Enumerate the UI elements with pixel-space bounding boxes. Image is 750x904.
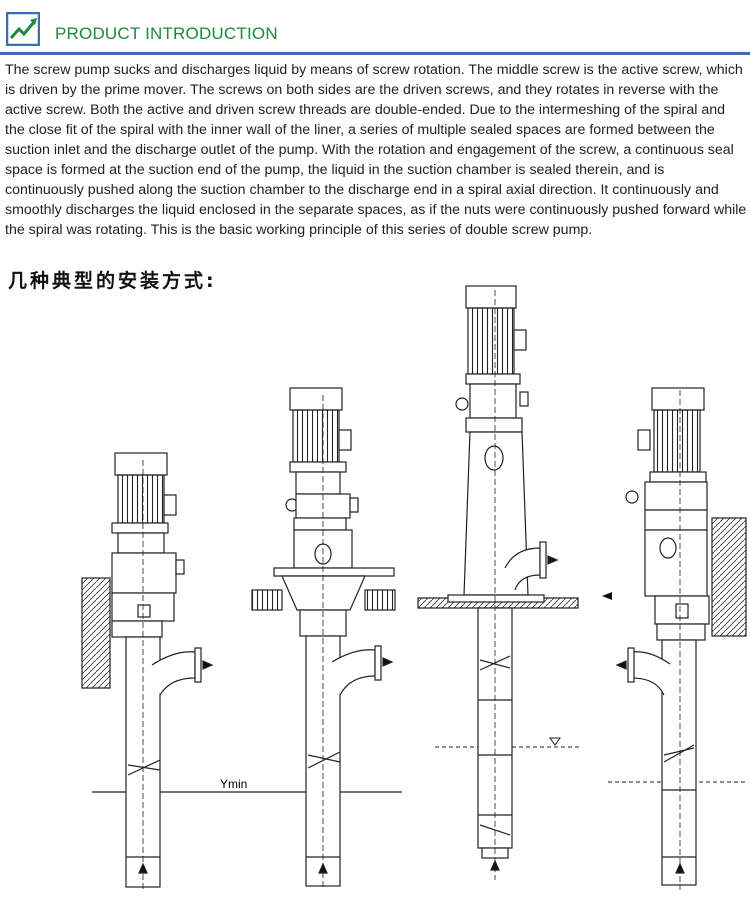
- page-header: PRODUCT INTRODUCTION: [0, 0, 750, 56]
- flow-arrow-left: [602, 592, 612, 600]
- intro-paragraph: The screw pump sucks and discharges liqu…: [5, 62, 747, 238]
- pump-2: [251, 387, 396, 890]
- pump-4: [615, 387, 747, 890]
- level-label-ymin: Ymin: [220, 777, 247, 791]
- header-divider: [0, 52, 750, 55]
- installation-diagram: Ymin: [81, 285, 747, 890]
- pump-1: [81, 452, 214, 890]
- brand-logo-icon: [6, 12, 40, 46]
- page-title: PRODUCT INTRODUCTION: [55, 24, 278, 43]
- pump-3: [417, 285, 579, 880]
- installation-heading: 几种典型的安装方式:: [8, 270, 217, 292]
- water-level-icon: [549, 737, 561, 746]
